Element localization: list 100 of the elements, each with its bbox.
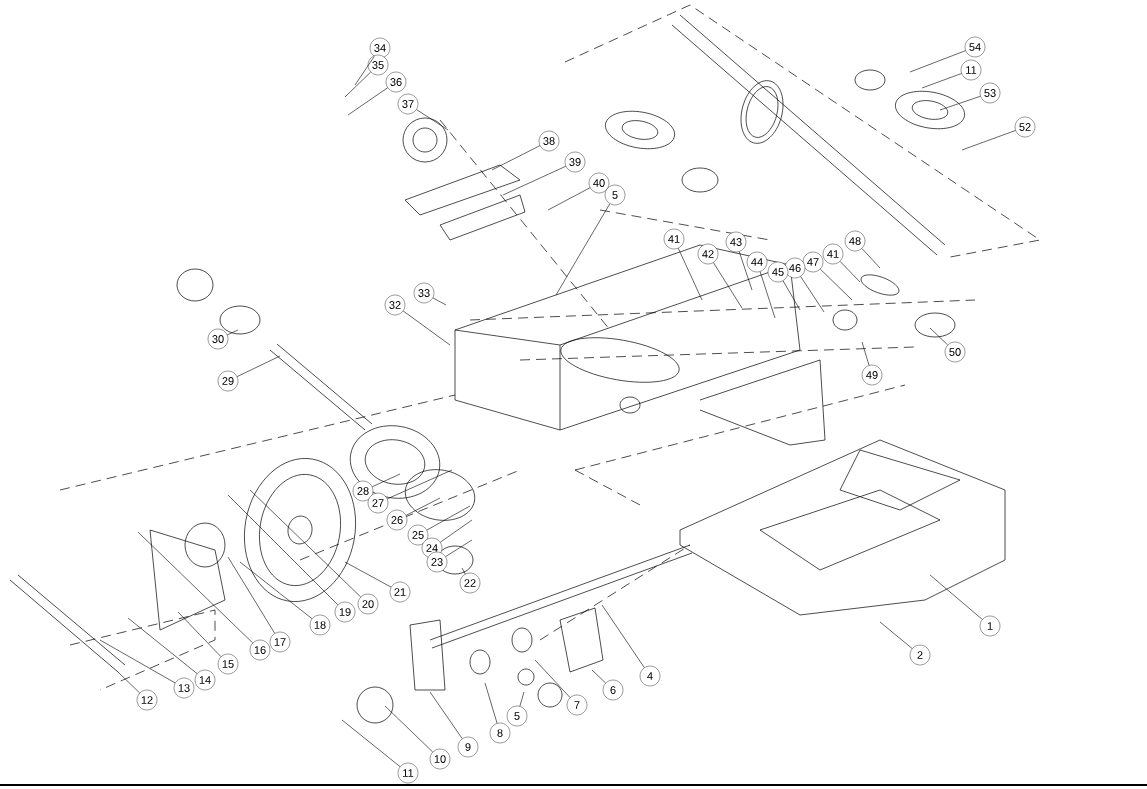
callout-number: 54	[964, 36, 986, 58]
leader-line	[405, 497, 441, 516]
callout-number: 15	[217, 653, 239, 675]
callout-number: 42	[697, 243, 719, 265]
callout-number: 35	[367, 54, 389, 76]
leader-line	[432, 297, 447, 306]
leader-line	[502, 165, 567, 196]
callout-number: 14	[194, 669, 216, 691]
leader-line	[461, 567, 466, 575]
leader-line	[416, 109, 449, 131]
leader-line	[929, 574, 983, 620]
leader-line	[519, 691, 525, 707]
leader-line	[371, 473, 401, 488]
callout-number: 4	[639, 665, 661, 687]
callout-number: 36	[385, 71, 407, 93]
callout-number: 48	[844, 230, 866, 252]
callout-number: 33	[413, 282, 435, 304]
leader-line	[384, 705, 433, 753]
callout-number: 5	[604, 184, 626, 206]
leader-line	[861, 341, 870, 366]
callout-number: 21	[389, 581, 411, 603]
leader-line	[839, 261, 861, 283]
leader-line	[354, 56, 375, 86]
leader-line	[601, 604, 645, 668]
leader-line	[782, 280, 801, 311]
callout-number: 41	[822, 243, 844, 265]
leader-line	[929, 327, 948, 346]
leader-line	[713, 262, 743, 309]
leader-line	[227, 556, 275, 634]
callout-number: 7	[566, 694, 588, 716]
leader-line	[921, 73, 962, 89]
leader-line	[547, 187, 591, 211]
leader-line	[879, 621, 913, 649]
callout-number: 44	[746, 251, 768, 273]
leader-line	[402, 310, 451, 346]
callout-number: 9	[457, 736, 479, 758]
callout-number: 18	[309, 614, 331, 636]
callout-number: 6	[602, 679, 624, 701]
leader-line	[440, 519, 473, 543]
callout-number: 30	[207, 328, 229, 350]
leader-line	[227, 494, 339, 606]
callout-number: 1	[979, 615, 1001, 637]
callout-number: 17	[269, 631, 291, 653]
callout-number: 10	[429, 748, 451, 770]
callout-number: 38	[538, 130, 560, 152]
callout-number: 12	[136, 689, 158, 711]
callout-number: 32	[384, 294, 406, 316]
leader-line	[677, 247, 703, 301]
callout-number: 5	[506, 705, 528, 727]
callout-number: 11	[397, 762, 419, 784]
leader-line	[236, 355, 281, 377]
callout-number: 2	[909, 644, 931, 666]
leader-line	[961, 130, 1016, 151]
callout-number: 50	[944, 341, 966, 363]
callout-number: 22	[459, 572, 481, 594]
callout-number: 53	[979, 82, 1001, 104]
leader-line	[344, 71, 371, 98]
leader-line	[534, 659, 571, 698]
callout-number: 43	[725, 231, 747, 253]
leader-line	[820, 268, 853, 301]
callout-number: 20	[357, 593, 379, 615]
leader-line	[939, 96, 981, 111]
callout-number: 37	[397, 93, 419, 115]
leader-line	[177, 611, 222, 657]
leader-line	[429, 691, 463, 739]
leader-line	[759, 271, 776, 319]
callout-number: 16	[249, 639, 271, 661]
leader-line	[99, 639, 176, 684]
callout-number: 47	[802, 251, 824, 273]
leader-line	[387, 469, 453, 500]
leader-line	[117, 671, 140, 694]
leader-line	[341, 719, 401, 767]
callout-number: 29	[217, 370, 239, 392]
leader-line	[861, 248, 881, 269]
leader-line	[800, 276, 825, 313]
leader-line	[347, 87, 388, 116]
callout-number: 49	[861, 364, 883, 386]
leader-line	[591, 669, 606, 684]
callout-number: 8	[489, 722, 511, 744]
callout-number: 52	[1014, 116, 1036, 138]
leader-line	[484, 682, 498, 724]
leader-line	[491, 145, 541, 171]
leader-line	[426, 505, 471, 531]
leader-line	[738, 251, 753, 291]
leader-line	[137, 531, 253, 644]
callout-number: 39	[564, 151, 586, 173]
callout-number: 40	[588, 172, 610, 194]
callout-number: 11	[960, 59, 982, 81]
leader-line	[344, 561, 392, 588]
callout-number: 41	[663, 228, 685, 250]
leader-line	[227, 329, 239, 336]
callout-number: 23	[426, 551, 448, 573]
callout-number: 19	[334, 601, 356, 623]
callout-number: 45	[767, 261, 789, 283]
leader-line	[127, 617, 198, 674]
callout-number: 13	[173, 677, 195, 699]
leader-line	[249, 489, 361, 598]
leader-line	[445, 539, 473, 557]
leader-line	[909, 50, 966, 73]
leader-line	[239, 561, 313, 619]
